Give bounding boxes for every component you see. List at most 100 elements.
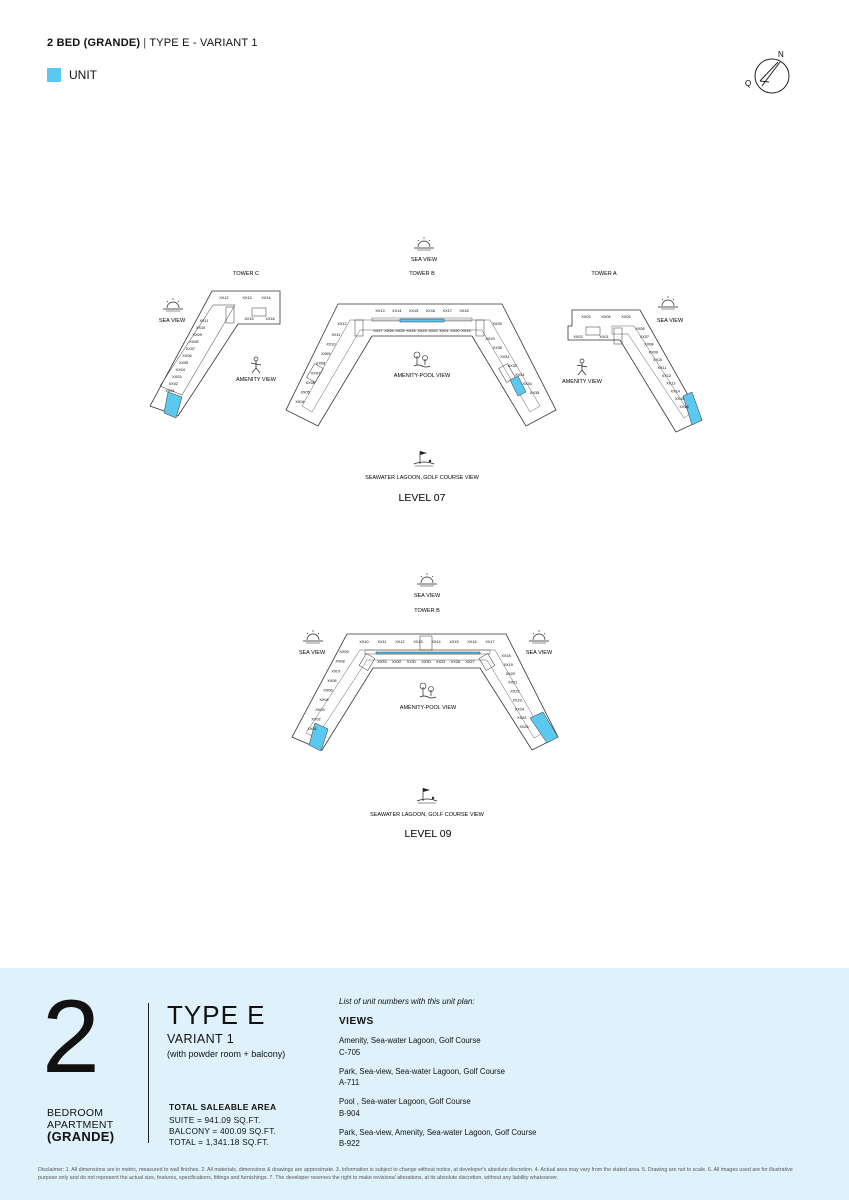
unit-label: XX08 [644,343,653,347]
tower-a-label: TOWER A [591,271,617,277]
unit-label: XX13 [413,640,422,644]
highlighted-unit-c705[interactable] [163,391,183,419]
unit-label: XX28 [451,660,460,664]
sea-view-icon [413,236,435,251]
unit-label: XX04 [176,368,185,372]
unit-label: XX14 [392,309,401,313]
unit-label: XX01 [307,727,316,731]
unit-label: XX30 [421,660,430,664]
compass-q: Q [745,79,751,88]
unit-label: XX10 [653,358,662,362]
level07-bottom-view: SEAWATER LAGOON, GOLF COURSE VIEW [365,475,480,481]
unit-label: XX29 [485,337,494,341]
variant-description: (with powder room + balcony) [167,1049,286,1059]
unit-label: XX30 [493,346,502,350]
unit-label: XX18 [501,654,510,658]
unit-indicator [509,375,527,397]
view-item: Pool , Sea-water Lagoon, Golf Course [339,1097,471,1106]
views-title: VIEWS [339,1016,374,1027]
level09-left-view: SEA VIEW [299,650,326,656]
footer-panel [0,968,849,1200]
compass-n: N [778,50,784,59]
unit-label: XX06 [327,679,336,683]
unit-label: XX20 [506,672,515,676]
unit-label: XX03 [581,315,590,319]
unit-label: XX06 [635,327,644,331]
unit-label: XX16 [426,309,435,313]
unit-label: XX09 [193,333,202,337]
unit-label: XX15 [675,397,684,401]
unit-label: XX04 [319,698,328,702]
suite-area: SUITE = 941.09 SQ.FT. [169,1115,261,1125]
amenity-view-icon [250,356,262,374]
unit-label: XX17 [485,640,494,644]
unit-label: XX12 [337,322,346,326]
legend: UNIT [47,68,97,82]
sea-view-icon [657,295,679,310]
view-item: Park, Sea-view, Sea-water Lagoon, Golf C… [339,1067,505,1076]
highlighted-unit-a711[interactable] [682,391,703,426]
unit-label: XX02 [169,382,178,386]
bedroom-line3: (GRANDE) [47,1129,115,1144]
view-code: A-711 [339,1078,360,1087]
level09-top-view: SEA VIEW [414,593,441,599]
unit-label: XX12 [662,374,671,378]
unit-label: XX09 [649,350,658,354]
unit-indicator [375,651,481,655]
header-bold: 2 BED (GRANDE) [47,37,141,49]
unit-label: XX33 [377,660,386,664]
unit-label: XX05 [323,689,332,693]
unit-label: XX14 [671,389,680,393]
disclaimer: Disclaimer: 1. All dimensions are in met… [38,1167,793,1181]
level07-top-view: SEA VIEW [411,257,438,263]
unit-label: XX11 [657,366,666,370]
level09-bottom-view: SEAWATER LAGOON, GOLF COURSE VIEW [370,812,485,818]
area-title: TOTAL SALEABLE AREA [169,1102,277,1112]
highlighted-unit-b904[interactable] [308,722,329,752]
unit-label: XX26 [384,329,393,333]
unit-label: XX01 [599,335,608,339]
unit-label: XX13 [666,382,675,386]
unit-label: XX03 [172,375,181,379]
unit-label: XX02 [311,717,320,721]
unit-label: XX21 [508,681,517,685]
amenity-view-icon [576,358,588,376]
unit-label: XX11 [199,319,208,323]
unit-label: XX11 [331,333,340,337]
unit-label: XX04 [601,315,610,319]
sea-view-icon [162,297,184,312]
tower-b-pool-view: AMENITY-POOL VIEW [394,373,451,379]
level-07-plan: SEA VIEW TOWER C SEA VIEW AMENITY VIEW X… [149,236,703,504]
highlighted-unit-b922[interactable] [529,711,559,744]
unit-label: XX21 [439,329,448,333]
unit-label: XX10 [359,640,368,644]
level07-title: LEVEL 07 [399,492,446,504]
unit-label: XX23 [417,329,426,333]
sea-view-icon [416,572,438,587]
unit-label: XX17 [443,309,452,313]
list-intro: List of unit numbers with this unit plan… [339,997,475,1006]
unit-label: XX05 [621,315,630,319]
golf-course-icon [416,787,438,804]
unit-label: XX16 [467,640,476,644]
bedroom-label: BEDROOM APARTMENT (GRANDE) [47,1107,114,1143]
unit-indicator [399,318,445,323]
total-area: TOTAL = 1,341.18 SQ.FT. [169,1137,270,1147]
view-item: Park, Sea-view, Amenity, Sea-water Lagoo… [339,1128,537,1137]
balcony-area: BALCONY = 400.09 SQ.FT. [169,1126,277,1136]
unit-label: XX32 [508,364,517,368]
unit-label: XX19 [504,663,513,667]
golf-course-icon [413,450,435,467]
legend-label: UNIT [69,68,97,82]
unit-label: XX25 [395,329,404,333]
unit-label: XX07 [331,669,340,673]
unit-label: XX15 [449,640,458,644]
unit-label: XX31 [500,355,509,359]
view-item: Amenity, Sea-water Lagoon, Golf Course [339,1036,481,1045]
unit-label: XX22 [428,329,437,333]
unit-label: XX05 [300,390,309,394]
floor-plans: SEA VIEW TOWER C SEA VIEW AMENITY VIEW X… [149,236,703,840]
